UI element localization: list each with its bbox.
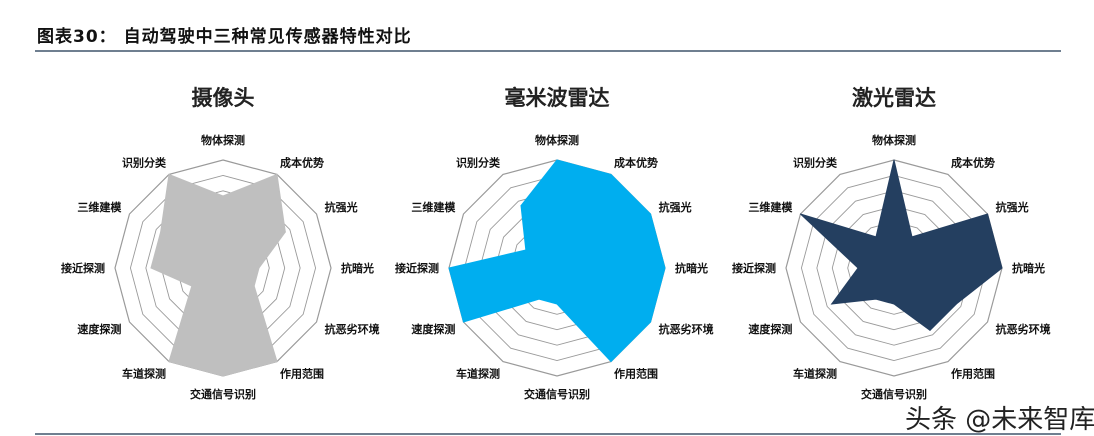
data-point	[799, 213, 801, 215]
axis-label: 三维建模	[411, 200, 456, 214]
data-point	[664, 267, 666, 269]
data-point	[448, 267, 450, 269]
data-point	[893, 303, 895, 305]
axis-label: 交通信号识别	[524, 387, 590, 401]
axis-label: 车道探测	[122, 367, 166, 381]
data-point	[150, 267, 152, 269]
series-area	[800, 159, 1003, 332]
data-point	[893, 159, 895, 161]
data-point	[556, 303, 558, 305]
data-point	[911, 236, 913, 238]
data-point	[857, 267, 859, 269]
data-point	[525, 249, 527, 251]
data-point	[253, 285, 255, 287]
data-point	[222, 375, 224, 377]
axis-label: 接近探测	[395, 261, 439, 275]
data-point	[168, 361, 170, 363]
data-point	[955, 303, 957, 305]
data-point	[222, 195, 224, 197]
axis-label: 三维建模	[748, 200, 793, 214]
data-point	[831, 303, 833, 305]
series-area	[448, 159, 666, 363]
watermark: 头条 @未来智库	[905, 405, 1094, 435]
axis-label: 车道探测	[456, 367, 500, 381]
figure-title: 图表30： 自动驾驶中三种常见传感器特性对比	[37, 27, 412, 47]
data-point	[284, 231, 286, 233]
axis-label: 接近探测	[61, 261, 105, 275]
axis-label: 车道探测	[793, 367, 837, 381]
axis-label: 作用范围	[280, 367, 324, 381]
chart-title: 毫米波雷达	[505, 85, 610, 110]
axis-label: 成本优势	[614, 155, 658, 169]
axis-label: 接近探测	[732, 261, 776, 275]
axis-label: 物体探测	[201, 133, 245, 147]
top-rule	[35, 50, 1061, 52]
data-point	[538, 298, 540, 300]
data-point	[276, 173, 278, 175]
data-point	[1001, 267, 1003, 269]
series-area	[150, 173, 286, 377]
axis-label: 识别分类	[456, 155, 501, 169]
axis-label: 成本优势	[280, 155, 324, 169]
data-point	[650, 321, 652, 323]
data-point	[987, 213, 989, 215]
axis-label: 物体探测	[872, 133, 916, 147]
axis-label: 交通信号识别	[190, 387, 256, 401]
axis-label: 抗强光	[325, 200, 358, 214]
axis-label: 抗强光	[659, 200, 692, 214]
bottom-rule	[35, 433, 1061, 435]
data-point	[556, 159, 558, 161]
axis-label: 抗强光	[996, 200, 1029, 214]
axis-label: 识别分类	[122, 155, 167, 169]
data-point	[610, 173, 612, 175]
axis-label: 速度探测	[748, 322, 792, 336]
axis-label: 速度探测	[77, 322, 121, 336]
axis-label: 速度探测	[411, 322, 455, 336]
data-point	[258, 267, 260, 269]
axis-label: 识别分类	[793, 155, 838, 169]
data-point	[168, 173, 170, 175]
axis-label: 抗恶劣环境	[659, 322, 714, 336]
axis-label: 作用范围	[951, 367, 995, 381]
axis-label: 抗暗光	[341, 261, 374, 275]
axis-label: 抗暗光	[675, 261, 708, 275]
axis-label: 抗恶劣环境	[325, 322, 380, 336]
axis-label: 交通信号识别	[861, 387, 927, 401]
data-point	[276, 361, 278, 363]
axis-label: 抗暗光	[1012, 261, 1045, 275]
axis-label: 三维建模	[77, 200, 122, 214]
data-point	[650, 213, 652, 215]
chart-title: 激光雷达	[852, 85, 936, 110]
data-point	[929, 329, 931, 331]
data-point	[462, 321, 464, 323]
data-point	[875, 298, 877, 300]
axis-label: 成本优势	[951, 155, 995, 169]
data-point	[191, 285, 193, 287]
chart-title: 摄像头	[192, 85, 255, 110]
axis-label: 物体探测	[535, 133, 579, 147]
data-point	[610, 361, 612, 363]
data-point	[875, 236, 877, 238]
data-point	[160, 231, 162, 233]
axis-label: 抗恶劣环境	[996, 322, 1051, 336]
data-point	[520, 205, 522, 207]
axis-label: 作用范围	[614, 367, 658, 381]
